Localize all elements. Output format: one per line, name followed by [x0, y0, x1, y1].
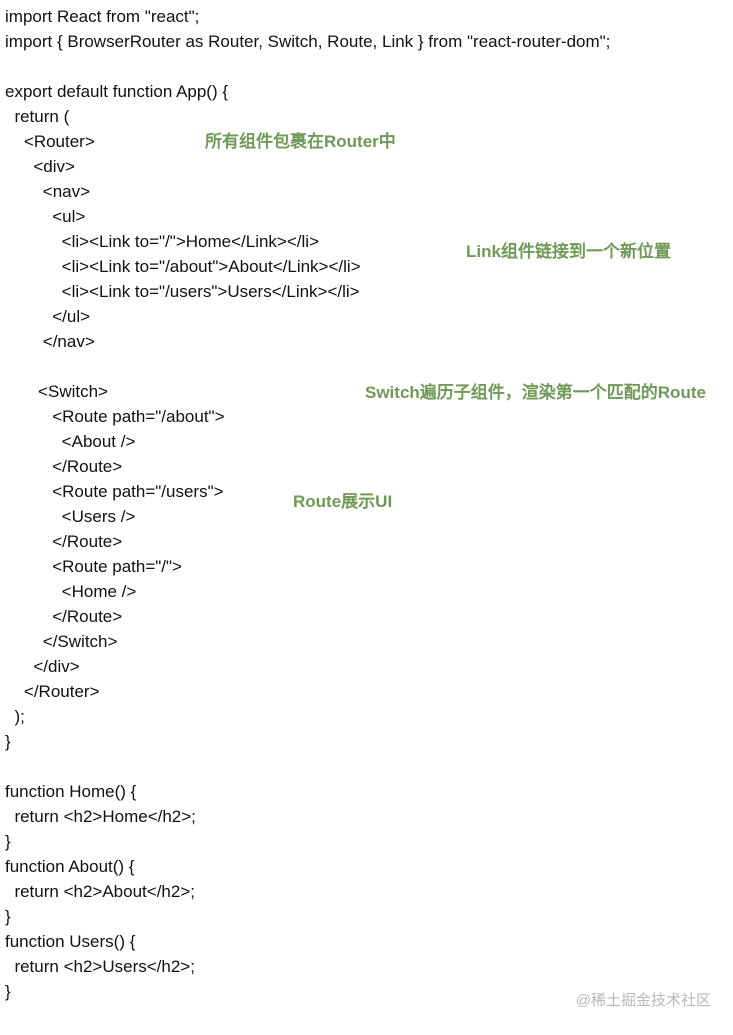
- code-line: function Home() {: [5, 782, 137, 801]
- code-line: </Route>: [5, 457, 123, 476]
- code-line: <Switch>: [5, 382, 108, 401]
- code-line: function About() {: [5, 857, 135, 876]
- annotation-route: Route展示UI: [293, 492, 393, 511]
- code-line: <Home />: [5, 582, 137, 601]
- code-line: </nav>: [5, 332, 95, 351]
- code-line: <Users />: [5, 507, 136, 526]
- code-line: }: [5, 832, 11, 851]
- code-line: }: [5, 982, 11, 1001]
- code-line: <Router>: [5, 132, 95, 151]
- annotation-link: Link组件链接到一个新位置: [466, 242, 671, 261]
- code-line: return <h2>Users</h2>;: [5, 957, 195, 976]
- code-line: <nav>: [5, 182, 91, 201]
- code-line: </Router>: [5, 682, 100, 701]
- code-line: }: [5, 907, 11, 926]
- code-line: return (: [5, 107, 70, 126]
- code-line: function Users() {: [5, 932, 136, 951]
- code-line: </Route>: [5, 532, 123, 551]
- code-line: <div>: [5, 157, 75, 176]
- code-line: return <h2>About</h2>;: [5, 882, 195, 901]
- code-line: }: [5, 732, 11, 751]
- code-line: <ul>: [5, 207, 86, 226]
- watermark: @稀土掘金技术社区: [575, 992, 711, 1009]
- code-line: <li><Link to="/about">About</Link></li>: [5, 257, 361, 276]
- code-line: <Route path="/">: [5, 557, 182, 576]
- code-line: <li><Link to="/">Home</Link></li>: [5, 232, 319, 251]
- code-line: <About />: [5, 432, 136, 451]
- code-line: </div>: [5, 657, 80, 676]
- code-line: import React from "react";: [5, 7, 200, 26]
- code-line: return <h2>Home</h2>;: [5, 807, 196, 826]
- code-line: <li><Link to="/users">Users</Link></li>: [5, 282, 360, 301]
- code-line: <Route path="/about">: [5, 407, 225, 426]
- code-line: </Route>: [5, 607, 123, 626]
- annotation-router: 所有组件包裹在Router中: [205, 132, 396, 151]
- code-line: <Route path="/users">: [5, 482, 224, 501]
- annotation-switch: Switch遍历子组件，渲染第一个匹配的Route: [365, 383, 706, 402]
- code-line: </Switch>: [5, 632, 118, 651]
- code-line: import { BrowserRouter as Router, Switch…: [5, 32, 611, 51]
- code-line: export default function App() {: [5, 82, 229, 101]
- code-line: </ul>: [5, 307, 91, 326]
- code-line: );: [5, 707, 25, 726]
